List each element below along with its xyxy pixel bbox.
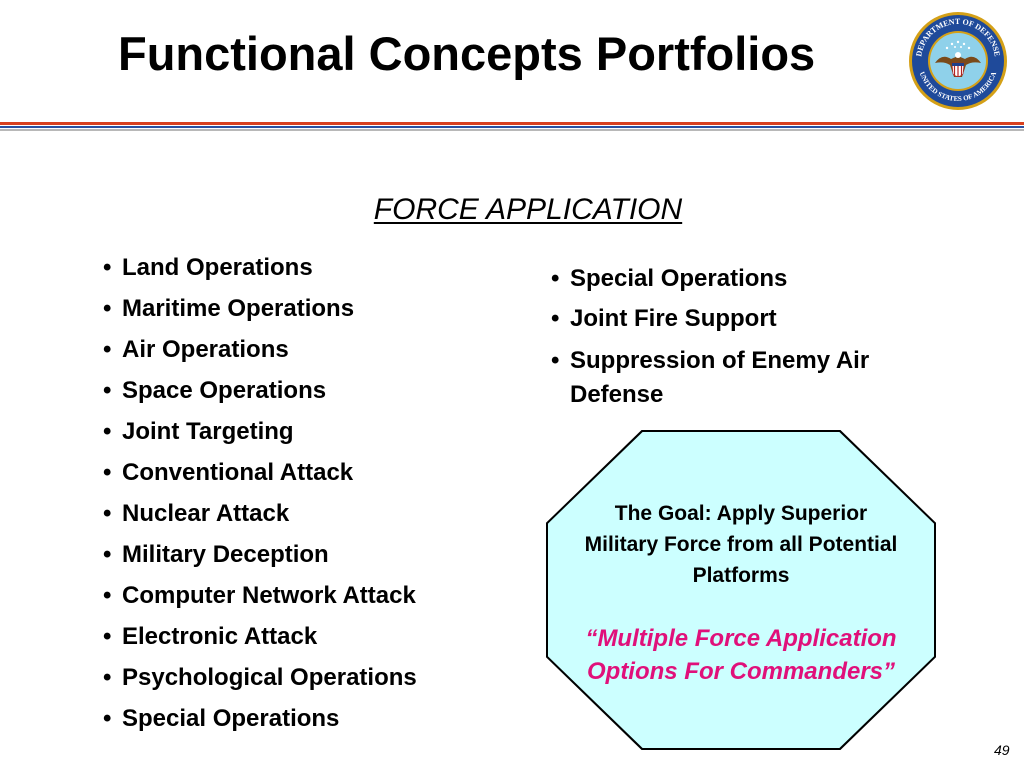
list-item: Joint Targeting — [100, 417, 500, 447]
header-rule-red — [0, 122, 1024, 125]
department-of-defense-seal-icon: DEPARTMENT OF DEFENSE UNITED STATES OF A… — [909, 12, 1007, 110]
list-item: Special Operations — [100, 704, 500, 734]
goal-text: The Goal: Apply Superior Military Force … — [584, 502, 898, 587]
left-bullet-list: Land Operations Maritime Operations Air … — [100, 253, 500, 745]
list-item: Space Operations — [100, 376, 500, 406]
header-rule-blue — [0, 126, 1024, 128]
list-item: Suppression of Enemy Air Defense — [548, 344, 968, 412]
page-number: 49 — [994, 742, 1010, 758]
goal-octagon-fill: The Goal: Apply Superior Military Force … — [548, 432, 934, 748]
header-rule-gray — [0, 129, 1024, 131]
section-heading: FORCE APPLICATION — [0, 190, 1024, 230]
list-item: Nuclear Attack — [100, 499, 500, 529]
list-item: Conventional Attack — [100, 458, 500, 488]
right-bullet-list: Special Operations Joint Fire Support Su… — [548, 264, 968, 422]
slide-title: Functional Concepts Portfolios — [118, 27, 816, 80]
list-item: Psychological Operations — [100, 663, 500, 693]
list-item: Land Operations — [100, 253, 500, 283]
list-item: Air Operations — [100, 335, 500, 365]
list-item: Computer Network Attack — [100, 581, 500, 611]
list-item: Electronic Attack — [100, 622, 500, 652]
list-item: Special Operations — [548, 264, 968, 294]
section-heading-text: FORCE APPLICATION — [373, 193, 683, 226]
goal-octagon: The Goal: Apply Superior Military Force … — [546, 430, 936, 750]
list-item: Military Deception — [100, 540, 500, 570]
goal-quote: “Multiple Force Application Options For … — [585, 625, 897, 685]
list-item: Maritime Operations — [100, 294, 500, 324]
list-item: Joint Fire Support — [548, 304, 968, 334]
